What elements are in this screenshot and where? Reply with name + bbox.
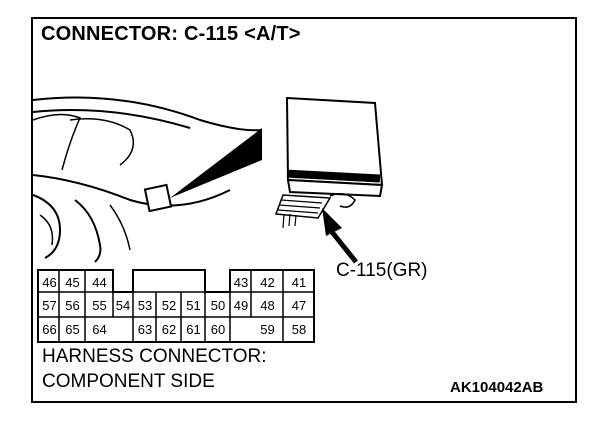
pin-56: 56 — [65, 298, 80, 313]
pin-49: 49 — [233, 298, 249, 313]
pin-60: 60 — [210, 322, 226, 337]
pin-41: 41 — [291, 275, 307, 290]
pin-50: 50 — [210, 298, 226, 313]
figure-code: AK104042AB — [450, 379, 544, 396]
pin-48: 48 — [260, 298, 275, 313]
caption-line-1: HARNESS CONNECTOR: — [42, 346, 267, 367]
pin-55: 55 — [92, 298, 107, 313]
connector-location-box — [143, 183, 173, 213]
location-pointer — [170, 128, 262, 198]
pin-51: 51 — [186, 298, 201, 313]
connector-callout-label: C-115(GR) — [336, 260, 428, 281]
pin-54: 54 — [115, 298, 131, 313]
pin-58: 58 — [291, 322, 307, 337]
connector-grid — [38, 270, 314, 342]
pin-43: 43 — [233, 275, 249, 290]
pin-65: 65 — [65, 322, 80, 337]
pin-46: 46 — [42, 275, 57, 290]
pin-66: 66 — [42, 322, 57, 337]
dashboard-drawing — [32, 96, 263, 263]
pin-52: 52 — [161, 298, 177, 313]
pin-57: 57 — [42, 298, 57, 313]
pin-44: 44 — [92, 275, 107, 290]
diagram-title: CONNECTOR: C-115 <A/T> — [41, 23, 301, 45]
diagram-frame — [31, 17, 577, 403]
pin-45: 45 — [65, 275, 80, 290]
pin-59: 59 — [260, 322, 275, 337]
control-unit-drawing — [274, 96, 384, 229]
pin-61: 61 — [186, 322, 201, 337]
pin-42: 42 — [260, 275, 275, 290]
pin-53: 53 — [137, 298, 153, 313]
pin-47: 47 — [291, 298, 307, 313]
connector-arrow — [322, 208, 358, 264]
caption-line-2: COMPONENT SIDE — [42, 371, 215, 392]
pin-64: 64 — [92, 322, 107, 337]
pin-63: 63 — [137, 322, 153, 337]
pin-62: 62 — [161, 322, 177, 337]
